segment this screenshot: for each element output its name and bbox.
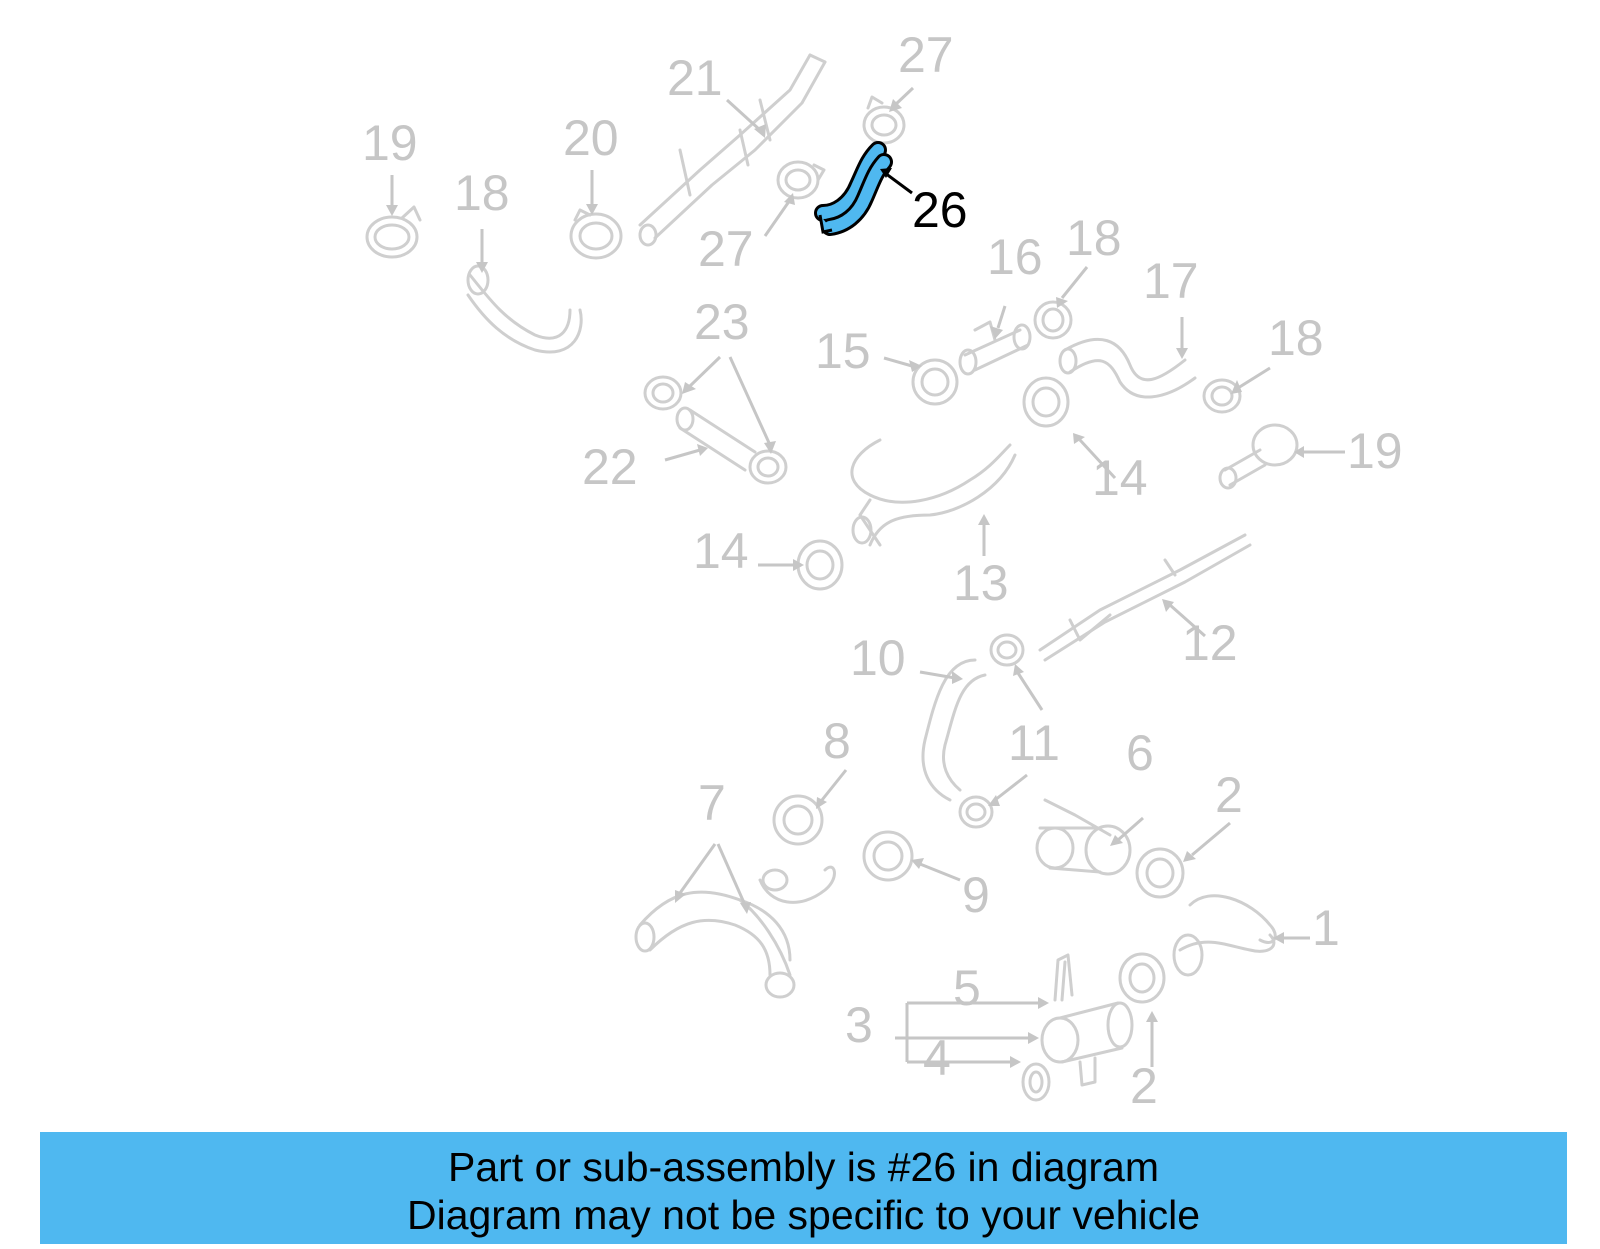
part-19-valve — [1218, 423, 1299, 490]
label-14-b: 14 — [693, 523, 749, 579]
label-17: 17 — [1143, 253, 1199, 309]
label-2-a: 2 — [1215, 767, 1243, 823]
part-10-hose — [921, 658, 987, 802]
label-6: 6 — [1126, 725, 1154, 781]
part-16-fitting — [958, 320, 1032, 376]
label-27-top: 27 — [898, 27, 954, 83]
banner-line-2: Diagram may not be specific to your vehi… — [406, 1192, 1200, 1238]
part-23-clamp — [365, 205, 422, 259]
part-21-clamp-a — [643, 375, 683, 411]
label-13: 13 — [953, 555, 1009, 611]
leader-lines — [390, 86, 1345, 1067]
part-12-pipe — [1038, 533, 1252, 662]
label-7: 7 — [698, 775, 726, 831]
part-11-clamp-b — [958, 795, 994, 829]
part-17-hose — [1058, 337, 1197, 399]
label-25: 21 — [667, 50, 723, 106]
label-18-a: 18 — [1066, 210, 1122, 266]
label-16: 16 — [987, 229, 1043, 285]
part-18-clamp-b — [1202, 378, 1242, 414]
banner-line-1: Part or sub-assembly is #26 in diagram — [448, 1144, 1159, 1190]
callout-labels: 19 20 18 21 27 27 16 18 17 18 15 23 14 1… — [362, 27, 1403, 1114]
label-4: 4 — [923, 1030, 951, 1086]
info-banner: Part or sub-assembly is #26 in diagram D… — [40, 1132, 1567, 1244]
label-8: 8 — [823, 713, 851, 769]
label-11: 11 — [1008, 715, 1060, 771]
label-9: 9 — [962, 867, 990, 923]
label-20: 22 — [582, 439, 638, 495]
label-1: 1 — [1312, 900, 1340, 956]
faded-parts: 19 20 18 21 27 27 16 18 17 18 15 23 14 1… — [362, 27, 1403, 1114]
part-18-clamp-a — [1033, 300, 1073, 340]
label-19: 19 — [1347, 423, 1403, 479]
part-2-clamp-a — [1135, 847, 1185, 899]
part-5-bracket — [1053, 953, 1074, 1002]
label-23: 19 — [362, 115, 418, 171]
part-25-pipe — [638, 53, 827, 247]
part-1-hose — [1172, 894, 1277, 977]
label-14-a: 14 — [1092, 450, 1148, 506]
highlighted-part-26: 26 — [814, 141, 968, 238]
label-26: 26 — [912, 182, 968, 238]
label-18-b: 18 — [1268, 310, 1324, 366]
label-24: 20 — [563, 110, 619, 166]
label-5: 5 — [953, 960, 981, 1016]
part-6-fitting — [1035, 798, 1132, 876]
part-24-clamp — [569, 208, 623, 260]
part-22-hose — [466, 264, 583, 354]
part-14-clamp-a — [1022, 376, 1070, 428]
part-13-hose — [850, 438, 1017, 547]
label-15: 15 — [815, 323, 871, 379]
part-20-hose — [675, 406, 757, 472]
label-22: 18 — [454, 165, 510, 221]
label-3: 3 — [845, 997, 873, 1053]
part-27-clamp-top — [862, 95, 906, 145]
label-12: 12 — [1182, 615, 1238, 671]
part-3-outlet — [1040, 1001, 1134, 1087]
part-15-clamp — [911, 358, 959, 406]
part-8-clamp — [772, 794, 824, 846]
part-21-clamp-b — [748, 449, 788, 485]
arrow-heads — [386, 99, 1304, 1068]
label-2-b: 2 — [1130, 1058, 1158, 1114]
label-21: 23 — [694, 294, 750, 350]
label-27-lower: 27 — [698, 221, 754, 277]
part-14-clamp-b — [796, 539, 844, 591]
label-10: 10 — [850, 630, 906, 686]
part-11-clamp-a — [989, 633, 1025, 667]
part-7-hoses — [634, 865, 836, 999]
part-27-clamp-lower — [776, 160, 826, 200]
part-4-oring — [1021, 1062, 1051, 1102]
part-2-clamp-b — [1118, 952, 1166, 1004]
part-9-clamp — [862, 830, 914, 882]
